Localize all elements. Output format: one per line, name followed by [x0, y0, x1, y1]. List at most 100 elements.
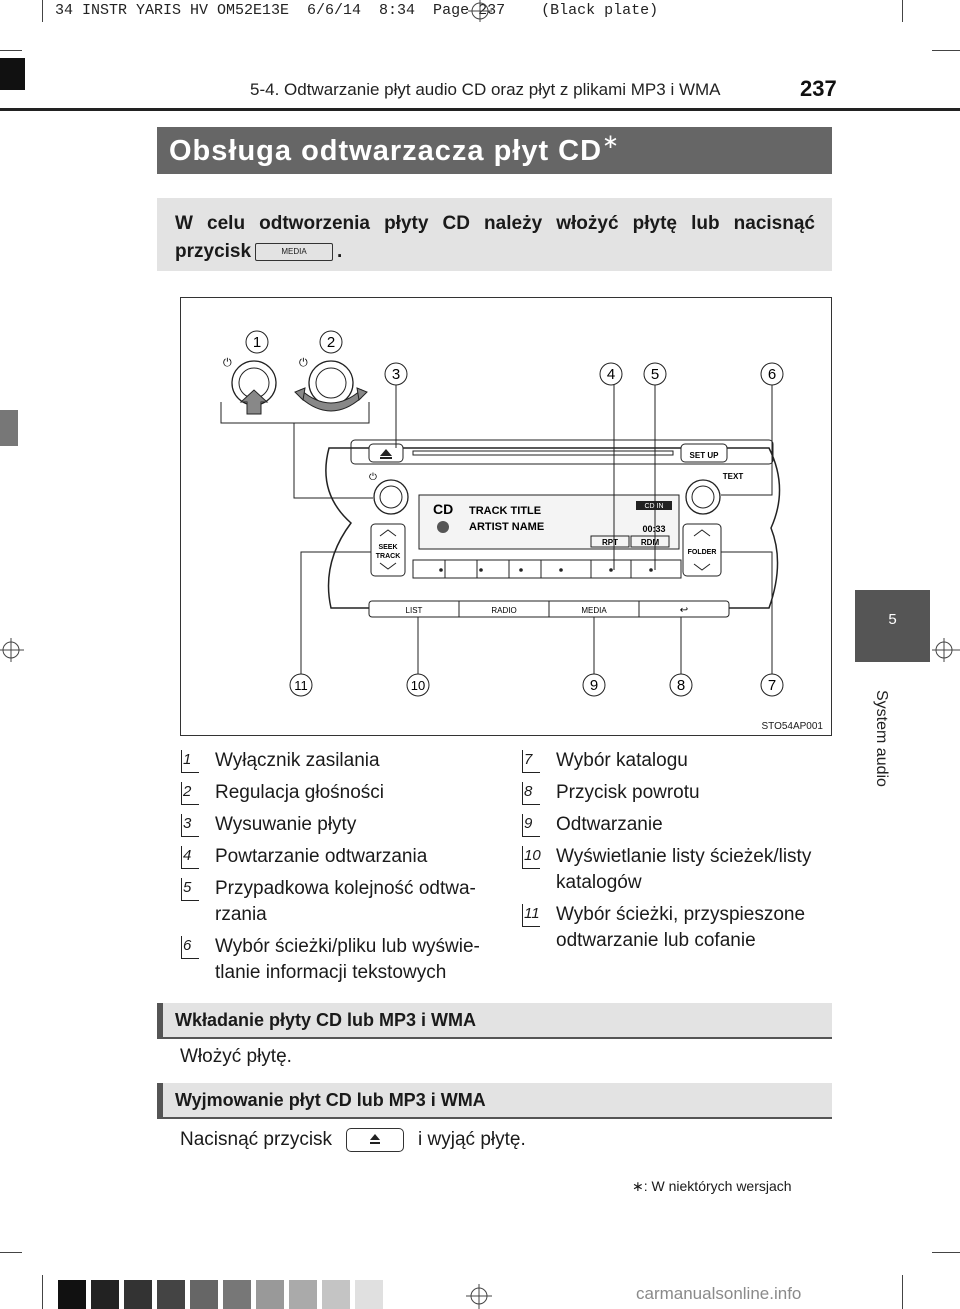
color-swatch — [289, 1280, 317, 1309]
return-arrow-icon: ↩ — [680, 605, 688, 616]
callout-5: 5 — [651, 366, 659, 383]
display-time: 00:33 — [642, 524, 665, 534]
legend-item: 2 Regulacja głośności — [181, 780, 501, 806]
legend-number: 9 — [522, 814, 540, 837]
legend-line: Wybór ścieżki, przyspieszone — [556, 904, 806, 925]
crop-mark — [42, 1275, 43, 1309]
color-swatch — [355, 1280, 383, 1309]
intro-box: W celu odtworzenia płyty CD należy włoży… — [157, 198, 832, 271]
legend-text: Wysuwanie płyty — [215, 814, 357, 835]
callout-11: 11 — [294, 678, 308, 693]
display-mode: CD IN — [644, 503, 663, 510]
legend-text: Wybór ścieżki, przyspieszone odtwarzanie … — [556, 902, 805, 954]
text-button-label: TEXT — [723, 472, 744, 481]
callout-leaders — [300, 384, 773, 674]
section-header: 5-4. Odtwarzanie płyt audio CD oraz płyt… — [250, 80, 721, 99]
header-rule — [0, 108, 960, 111]
color-swatch — [256, 1280, 284, 1309]
section-heading-eject: Wyjmowanie płyt CD lub MP3 i WMA — [157, 1083, 832, 1119]
legend-line: tlanie informacji tekstowych — [215, 962, 447, 983]
legend-text: Wybór katalogu — [556, 750, 688, 771]
registration-mark — [932, 638, 960, 662]
legend-item: 1 Wyłącznik zasilania — [181, 748, 501, 774]
chapter-label-text: System audio — [873, 690, 890, 787]
eject-icon — [346, 1128, 405, 1152]
legend-item: 9 Odtwarzanie — [522, 812, 842, 838]
legend-item: 5 Przypadkowa kolejność odtwa-rzania — [181, 876, 501, 928]
track-label: TRACK — [376, 553, 401, 560]
legend-number: 8 — [522, 782, 540, 805]
color-swatch — [322, 1280, 350, 1309]
display-rpt: RPT — [602, 538, 618, 547]
callout-9: 9 — [590, 677, 598, 694]
legend-line: Wybór ścieżki/pliku lub wyświe- — [215, 936, 480, 957]
display-artist-name: ARTIST NAME — [469, 521, 544, 533]
svg-text:⏻: ⏻ — [369, 472, 377, 483]
legend-item: 11 Wybór ścieżki, przyspieszone odtwarzani… — [522, 902, 842, 954]
callout-7: 7 — [768, 677, 776, 694]
legend-number: 3 — [181, 814, 199, 837]
legend-text: Odtwarzanie — [556, 814, 663, 835]
legend-number: 11 — [522, 904, 540, 927]
legend-number: 1 — [181, 750, 199, 773]
section-heading-insert: Wkładanie płyty CD lub MP3 i WMA — [157, 1003, 832, 1039]
callout-1: 1 — [253, 334, 261, 351]
folder-label: FOLDER — [688, 549, 717, 556]
callout-2: 2 — [327, 334, 335, 351]
audio-unit-drawing: ⏻ ⏻ SET UP ⏻ TEXT CD TRACK TITLE ARTIST … — [220, 330, 784, 697]
setup-button-label: SET UP — [690, 451, 720, 460]
legend-item: 7 Wybór katalogu — [522, 748, 842, 774]
callout-3: 3 — [392, 366, 400, 383]
crop-mark — [902, 1275, 903, 1309]
section-heading-text: Wyjmowanie płyt CD lub MP3 i WMA — [175, 1090, 486, 1110]
page-marker — [0, 58, 25, 90]
display-cd: CD — [433, 501, 453, 517]
legend-text: Wyłącznik zasilania — [215, 750, 380, 771]
display-track-title: TRACK TITLE — [469, 505, 541, 517]
callout-4: 4 — [607, 366, 615, 383]
display-rdm: RDM — [641, 538, 660, 547]
section-heading-text: Wkładanie płyty CD lub MP3 i WMA — [175, 1010, 477, 1030]
callout-8: 8 — [677, 677, 685, 694]
legend-text: Regulacja głośności — [215, 782, 384, 803]
legend-item: 3 Wysuwanie płyty — [181, 812, 501, 838]
registration-mark — [466, 1284, 492, 1309]
footnote: ∗: W niektórych wersjach — [632, 1178, 792, 1195]
figure-code: STO54AP001 — [761, 721, 823, 732]
legend-item: 6 Wybór ścieżki/pliku lub wyświe-tlanie i… — [181, 934, 501, 986]
legend-number: 5 — [181, 878, 199, 901]
media-button-label: MEDIA — [581, 606, 607, 615]
insert-instruction: Włożyć płytę. — [180, 1046, 292, 1067]
watermark: carmanualsonline.info — [636, 1284, 802, 1303]
intro-text-after: . — [337, 241, 343, 262]
legend-line: odtwarzanie lub cofanie — [556, 930, 756, 951]
crop-mark — [932, 50, 960, 51]
crop-mark — [0, 1252, 22, 1253]
chapter-label: System audio — [872, 690, 892, 800]
audio-unit-figure: ⏻ ⏻ SET UP ⏻ TEXT CD TRACK TITLE ARTIST … — [180, 297, 832, 736]
color-swatch — [190, 1280, 218, 1309]
crop-mark — [42, 0, 43, 22]
color-swatch — [91, 1280, 119, 1309]
title-text: Obsługa odtwarzacza płyt CD — [169, 135, 603, 167]
page-number: 237 — [800, 76, 837, 101]
legend-number: 7 — [522, 750, 540, 773]
print-slug: 34 INSTR YARIS HV OM52E13E 6/6/14 8:34 P… — [55, 2, 659, 19]
legend-line: rzania — [215, 904, 267, 925]
legend-number: 4 — [181, 846, 199, 869]
legend-line: Wyświetlanie listy ścieżek/listy — [556, 846, 812, 867]
legend-line: Przypadkowa kolejność odtwa- — [215, 878, 476, 899]
color-swatch — [157, 1280, 185, 1309]
legend-number: 2 — [181, 782, 199, 805]
page-title-text: Obsługa odtwarzacza płyt CD∗ — [169, 131, 620, 168]
callout-6: 6 — [768, 366, 776, 383]
chapter-tab: 5 — [855, 590, 930, 662]
legend-text: Przypadkowa kolejność odtwa-rzania — [215, 876, 476, 928]
legend-number: 6 — [181, 936, 199, 959]
registration-mark — [468, 0, 492, 22]
list-button-label: LIST — [406, 606, 423, 615]
crop-mark — [932, 1252, 960, 1253]
